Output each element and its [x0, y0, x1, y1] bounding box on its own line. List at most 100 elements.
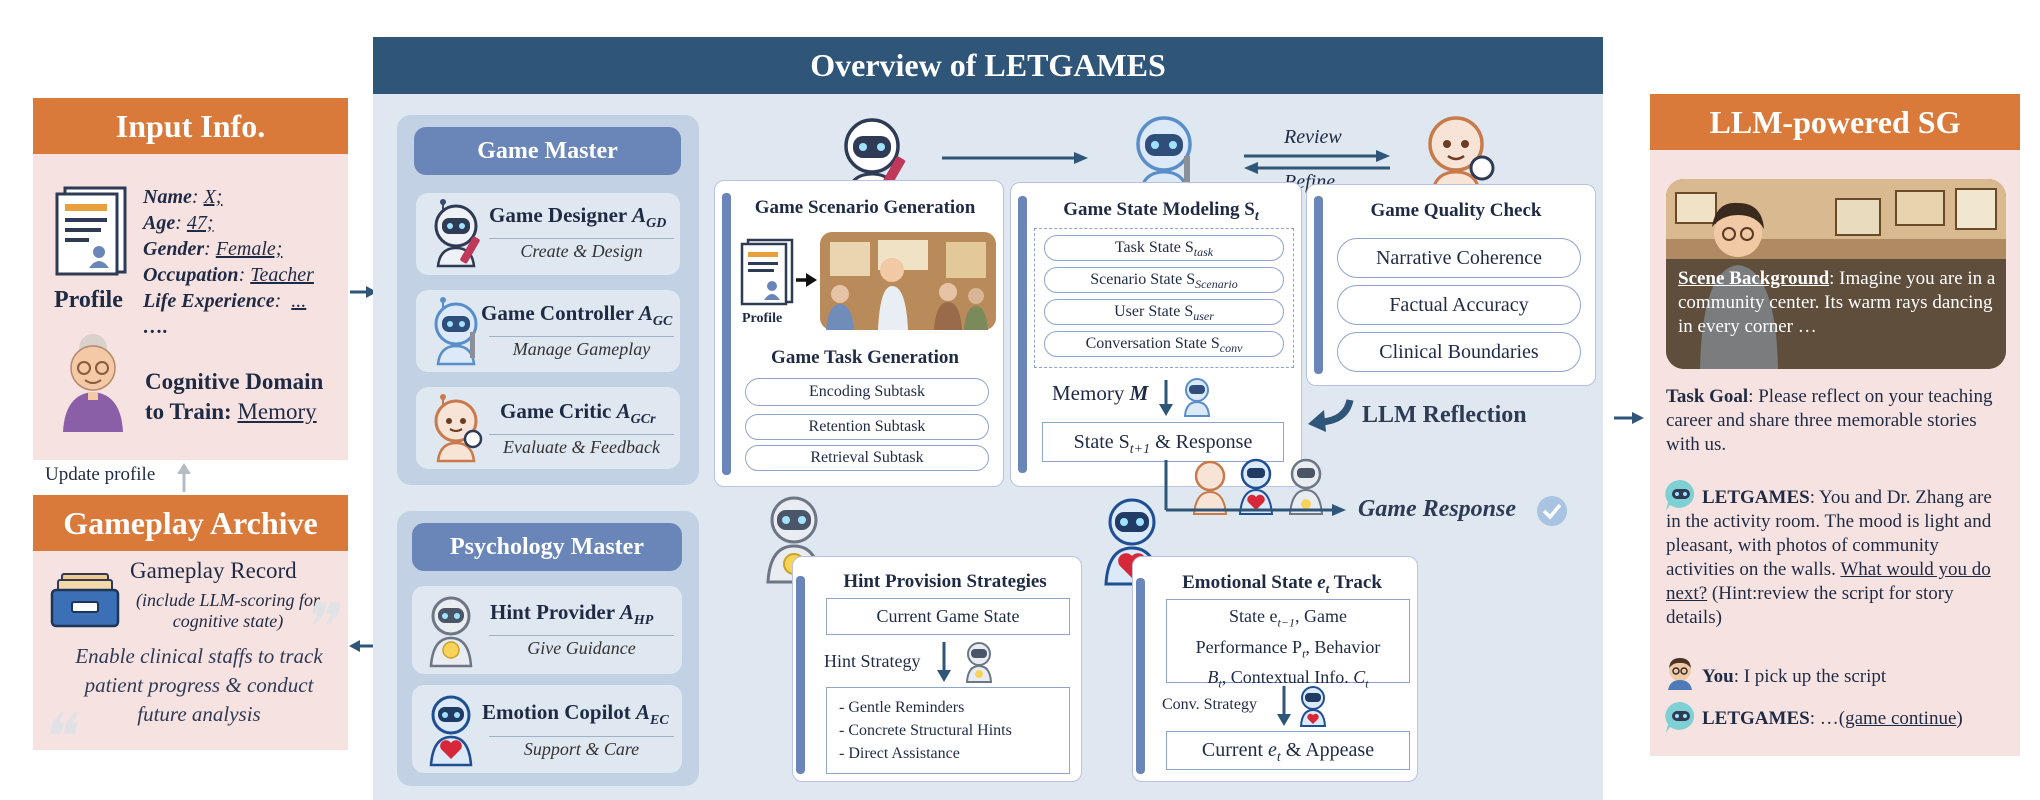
- emotional-state-title: Emotional State et Track: [1182, 572, 1382, 596]
- profile-fields: Name: X; Age: 47; Gender: Female; Occupa…: [143, 184, 314, 340]
- current-emotion-box: Current et & Appease: [1166, 731, 1410, 770]
- quality-panel-bar: [1314, 196, 1323, 374]
- memory-label: Memory M: [1052, 381, 1149, 405]
- task-goal-text: Task Goal: Please reflect on your teachi…: [1666, 386, 1993, 455]
- game-critic-robot-icon: [434, 394, 483, 463]
- input-info-title: Input Info.: [33, 98, 348, 154]
- subtask-retention: Retention Subtask: [745, 414, 989, 440]
- subtask-encoding: Encoding Subtask: [745, 378, 989, 406]
- scene-background-text: Scene Background: Imagine you are in a c…: [1678, 268, 1996, 337]
- game-designer-robot-icon: [434, 199, 480, 268]
- scenario-panel-bar: [722, 193, 731, 475]
- emotion-robot-small-icon: [1299, 686, 1327, 727]
- game-controller-role: Manage Gameplay: [489, 336, 674, 360]
- state-user: User State Suser: [1044, 299, 1284, 325]
- states-dashed-box: [1034, 228, 1294, 368]
- game-designer-role: Create & Design: [489, 238, 674, 262]
- hint-provider-robot-icon: [429, 596, 473, 668]
- hint-text: (Hint:review the script for story detail…: [1666, 583, 1954, 628]
- letgames-message-2: LETGAMES: …(game continue): [1702, 708, 1963, 729]
- profile-document-icon: [55, 186, 127, 276]
- current-game-state-box: Current Game State: [826, 598, 1070, 635]
- update-profile-label: Update profile: [45, 464, 156, 485]
- scenario-profile-icon: [740, 238, 794, 306]
- arrow-review: [1244, 150, 1390, 162]
- arrow-profile-to-scene: [796, 273, 817, 287]
- check-clinical-boundaries: Clinical Boundaries: [1337, 332, 1581, 372]
- cognitive-domain-label: Cognitive Domain to Train: Memory: [145, 369, 324, 424]
- hint-robot-small-icon: [965, 642, 993, 683]
- arrow-to-game-response: [1164, 460, 1346, 516]
- scenario-profile-label: Profile: [742, 311, 783, 326]
- emotion-panel-bar: [1136, 578, 1145, 774]
- arrow-conv-strategy-down: [1277, 686, 1291, 726]
- hint-strategy-label: Hint Strategy: [824, 651, 921, 671]
- field-name: Name: X;: [143, 186, 223, 208]
- archive-drawer-icon: [50, 573, 120, 628]
- next-question: What would you do next?: [1666, 559, 1991, 604]
- check-factual-accuracy: Factual Accuracy: [1337, 285, 1581, 325]
- main-title: Overview of LETGAMES: [373, 37, 1603, 94]
- hint-provider-name: Hint Provider AHP: [490, 600, 654, 629]
- scenario-generation-title: Game Scenario Generation: [754, 197, 976, 218]
- reflection-curved-arrow-icon: [1308, 399, 1354, 432]
- field-age: Age: 47;: [143, 212, 214, 234]
- strategy-direct-assistance: - Direct Assistance: [839, 745, 960, 762]
- review-label: Review: [1284, 126, 1342, 148]
- field-occupation: Occupation: Teacher: [143, 264, 314, 286]
- game-response-label: Game Response: [1358, 496, 1516, 522]
- response-robots-icon: [1192, 458, 1324, 515]
- user-message: You: I pick up the script: [1702, 666, 1887, 687]
- state-response-box: State St+1 & Response: [1042, 422, 1284, 462]
- hint-provider-role: Give Guidance: [489, 635, 674, 659]
- profile-label: Profile: [54, 287, 123, 313]
- game-controller-name: Game Controller AGC: [481, 301, 673, 330]
- state-task: Task State Stask: [1044, 235, 1284, 261]
- emotion-copilot-robot-icon: [429, 695, 473, 767]
- letgames-message-1: LETGAMES: You and Dr. Zhang are in the a…: [1666, 487, 1992, 628]
- arrow-memory-down: [1159, 380, 1173, 416]
- memory-robot-small-icon: [1183, 378, 1211, 417]
- scenario-generation-panel: [714, 180, 1004, 487]
- llm-reflection-label: LLM Reflection: [1362, 402, 1527, 428]
- game-critic-role: Evaluate & Feedback: [489, 434, 674, 458]
- archive-description: Enable clinical staffs to track patient …: [75, 644, 323, 726]
- hint-provision-title: Hint Provision Strategies: [843, 571, 1047, 592]
- conv-strategy-label: Conv. Strategy: [1162, 696, 1257, 713]
- letgames-chat-icon-1: [1665, 479, 1695, 511]
- field-gender: Gender: Female;: [143, 238, 283, 260]
- game-controller-robot-icon: [434, 297, 478, 366]
- scenario-scene-image: [820, 232, 996, 330]
- gameplay-record-note: (include LLM-scoring for cognitive state…: [136, 590, 320, 631]
- game-critic-name: Game Critic AGCr: [500, 399, 656, 428]
- state-panel-bar: [1018, 196, 1027, 473]
- state-conversation: Conversation State Sconv: [1044, 331, 1284, 357]
- quote-close-mark: ❝: [38, 702, 73, 773]
- gameplay-archive-title: Gameplay Archive: [33, 495, 348, 551]
- emotion-state-inputs: State et−1, Game Performance Pt, Behavio…: [1166, 599, 1410, 691]
- task-generation-title: Game Task Generation: [771, 347, 959, 368]
- emotion-copilot-role: Support & Care: [489, 736, 674, 760]
- psychology-master-title: Psychology Master: [412, 523, 682, 571]
- gameplay-record-title: Gameplay Record: [130, 558, 297, 583]
- state-scenario: Scenario State SScenario: [1044, 267, 1284, 293]
- arrow-hint-strategy-down: [937, 642, 951, 682]
- game-designer-name: Game Designer AGD: [489, 203, 667, 232]
- hint-panel-bar: [796, 576, 805, 774]
- check-circle-icon: [1537, 496, 1567, 526]
- arrow-designer-to-controller: [942, 152, 1088, 164]
- llm-sg-title: LLM-powered SG: [1650, 94, 2020, 150]
- scene-overlay: [1666, 259, 2006, 369]
- arrow-main-to-sg: [1614, 412, 1644, 424]
- cognitive-domain-value: Memory: [237, 399, 317, 424]
- game-master-title: Game Master: [414, 127, 681, 175]
- game-continue-link[interactable]: game continue: [1845, 708, 1957, 729]
- check-narrative-coherence: Narrative Coherence: [1337, 238, 1581, 278]
- strategy-gentle-reminders: - Gentle Reminders: [839, 699, 965, 716]
- subtask-retrieval: Retrieval Subtask: [745, 445, 989, 471]
- letgames-chat-icon-2: [1665, 701, 1695, 733]
- update-profile-arrow: [177, 463, 191, 492]
- user-avatar-icon: [1668, 658, 1692, 690]
- strategy-concrete-hints: - Concrete Structural Hints: [839, 722, 1012, 739]
- hint-strategies-list: - Gentle Reminders - Concrete Structural…: [826, 687, 1070, 774]
